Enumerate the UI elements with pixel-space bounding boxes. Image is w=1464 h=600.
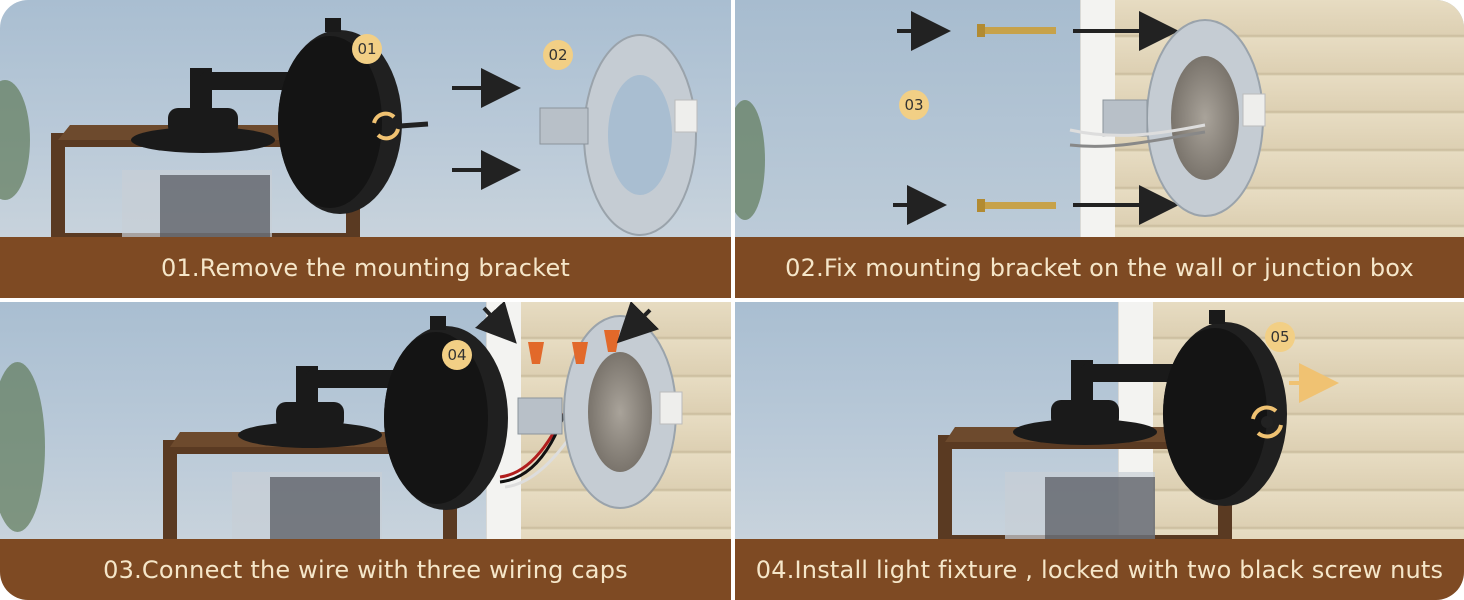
step-panel-2: 03 02.Fix mounting bracket on the wall o… xyxy=(735,0,1464,298)
mounting-bracket xyxy=(517,315,683,509)
step-2-caption: 02.Fix mounting bracket on the wall or j… xyxy=(785,253,1414,282)
step-badge-04: 04 xyxy=(442,340,472,370)
step-2-illustration xyxy=(893,11,1266,225)
screw-bottom xyxy=(977,199,1056,212)
backplate xyxy=(278,18,429,214)
step-1-caption-bar: 01.Remove the mounting bracket xyxy=(0,237,731,298)
step-2-scene: 03 xyxy=(735,0,1464,237)
arrow-diagonal-icon xyxy=(475,302,517,344)
arrow-diagonal-icon xyxy=(616,302,660,344)
step-1-illustration xyxy=(51,18,698,247)
step-badge-05: 05 xyxy=(1265,322,1295,352)
step-1-scene: 01 02 xyxy=(0,0,731,247)
step-4-illustration xyxy=(938,310,1339,539)
step-panel-3: 04 03.Connect the wire with three wiring… xyxy=(0,302,731,600)
wire-cap-icon xyxy=(528,342,544,364)
mounting-bracket xyxy=(1069,19,1266,217)
step-4-caption-bar: 04.Install light fixture , locked with t… xyxy=(735,539,1464,600)
step-4-caption: 04.Install light fixture , locked with t… xyxy=(755,555,1444,584)
step-3-caption: 03.Connect the wire with three wiring ca… xyxy=(103,555,628,584)
screw-top xyxy=(977,24,1056,37)
lamp-cap xyxy=(131,68,330,153)
step-3-caption-bar: 03.Connect the wire with three wiring ca… xyxy=(0,539,731,600)
step-3-illustration xyxy=(163,302,683,539)
step-2-caption-bar: 02.Fix mounting bracket on the wall or j… xyxy=(735,237,1464,298)
step-badge-02: 02 xyxy=(543,40,573,70)
wire-cap-icon xyxy=(572,342,588,364)
rotate-arrows-icon xyxy=(372,111,400,141)
step-badge-01: 01 xyxy=(352,34,382,64)
rotate-arrows-icon xyxy=(1251,405,1283,439)
wire-cap-icon xyxy=(604,330,620,352)
step-panel-1: 01 02 01.Remove the mounting bracket xyxy=(0,0,731,298)
mounting-bracket xyxy=(539,34,698,236)
step-3-scene: 04 xyxy=(0,302,731,539)
backplate xyxy=(384,316,508,510)
step-1-caption: 01.Remove the mounting bracket xyxy=(160,253,571,282)
step-badge-03: 03 xyxy=(899,90,929,120)
step-4-scene: 05 xyxy=(735,302,1464,539)
tree xyxy=(0,362,45,532)
backplate xyxy=(1163,310,1287,506)
step-panel-4: 05 04.Install light fixture , locked wit… xyxy=(735,302,1464,600)
